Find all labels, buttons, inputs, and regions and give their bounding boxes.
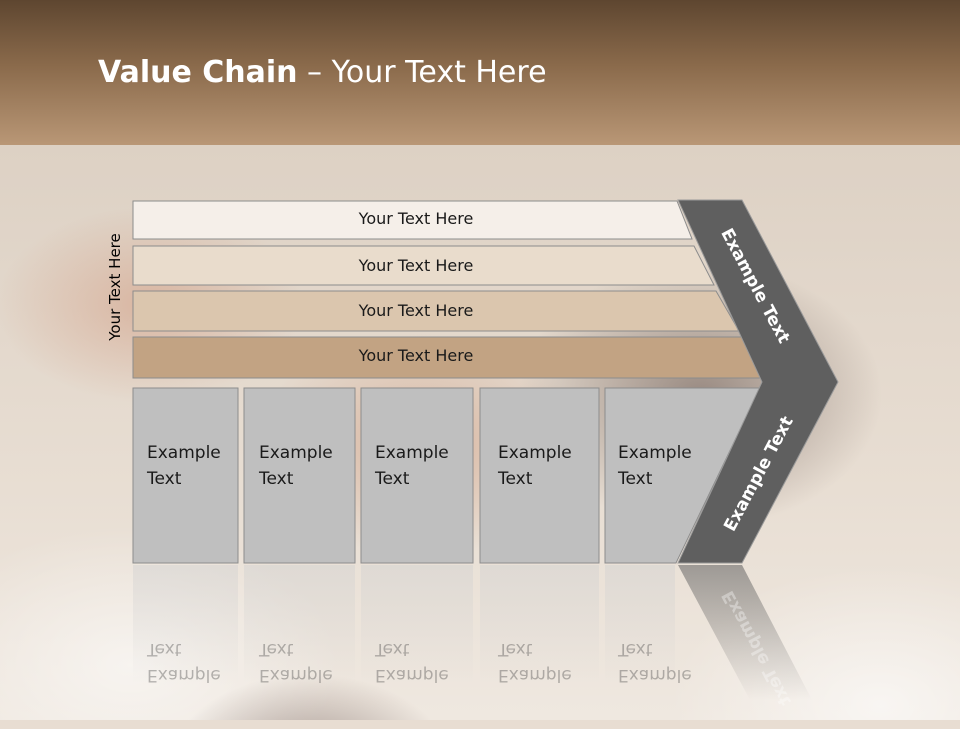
box-5-reflection-line-2: Text bbox=[618, 639, 653, 659]
activity-box-5 bbox=[604, 387, 761, 564]
box-3-line-2: Text bbox=[375, 469, 410, 489]
row-label-4: Your Text Here bbox=[358, 346, 474, 365]
box-1-line-1: Example bbox=[147, 443, 221, 463]
activity-box-4 bbox=[479, 387, 600, 564]
box-4-line-2: Text bbox=[498, 469, 533, 489]
box-3-line-1: Example bbox=[375, 443, 449, 463]
activity-box-reflection-2 bbox=[244, 565, 355, 685]
chevron-arrow-reflection bbox=[678, 565, 812, 700]
slide-title-rest: – Your Text Here bbox=[297, 55, 547, 90]
title-bar bbox=[0, 0, 960, 145]
activity-box-1 bbox=[132, 387, 239, 564]
slide-title: Value Chain – Your Text Here bbox=[98, 55, 547, 90]
activity-box-reflection-3 bbox=[361, 565, 473, 685]
box-3-reflection-line-1: Example bbox=[375, 665, 449, 685]
activity-box-reflection-5 bbox=[605, 565, 675, 685]
box-reflection-text-1: Example Text bbox=[147, 636, 221, 688]
box-reflection-text-4: Example Text bbox=[498, 636, 572, 688]
box-2-reflection-line-1: Example bbox=[259, 665, 333, 685]
box-reflection-text-5: Example Text bbox=[618, 636, 692, 688]
row-label-1: Your Text Here bbox=[358, 209, 474, 228]
box-2-line-2: Text bbox=[259, 469, 294, 489]
box-5-line-2: Text bbox=[618, 469, 653, 489]
box-3-reflection-line-2: Text bbox=[375, 639, 410, 659]
activity-box-2 bbox=[243, 387, 356, 564]
box-5-line-1: Example bbox=[618, 443, 692, 463]
box-2-reflection-line-2: Text bbox=[259, 639, 294, 659]
box-1-line-2: Text bbox=[147, 469, 182, 489]
box-4-line-1: Example bbox=[498, 443, 572, 463]
slide-title-bold: Value Chain bbox=[98, 55, 298, 90]
row-band-1 bbox=[132, 200, 693, 240]
activity-box-reflection-1 bbox=[133, 565, 238, 685]
box-reflection-text-3: Example Text bbox=[375, 636, 449, 688]
chevron-arrow bbox=[677, 199, 839, 564]
box-2-line-1: Example bbox=[259, 443, 333, 463]
box-5-reflection-line-1: Example bbox=[618, 665, 692, 685]
box-reflection-text-2: Example Text bbox=[259, 636, 333, 688]
activity-box-3 bbox=[360, 387, 474, 564]
box-4-reflection-line-2: Text bbox=[498, 639, 533, 659]
row-label-2: Your Text Here bbox=[358, 256, 474, 275]
box-1-reflection-line-2: Text bbox=[147, 639, 182, 659]
row-label-3: Your Text Here bbox=[358, 301, 474, 320]
row-band-2 bbox=[132, 245, 715, 286]
box-1-reflection-line-1: Example bbox=[147, 665, 221, 685]
activity-box-reflection-4 bbox=[480, 565, 599, 685]
box-4-reflection-line-1: Example bbox=[498, 665, 572, 685]
